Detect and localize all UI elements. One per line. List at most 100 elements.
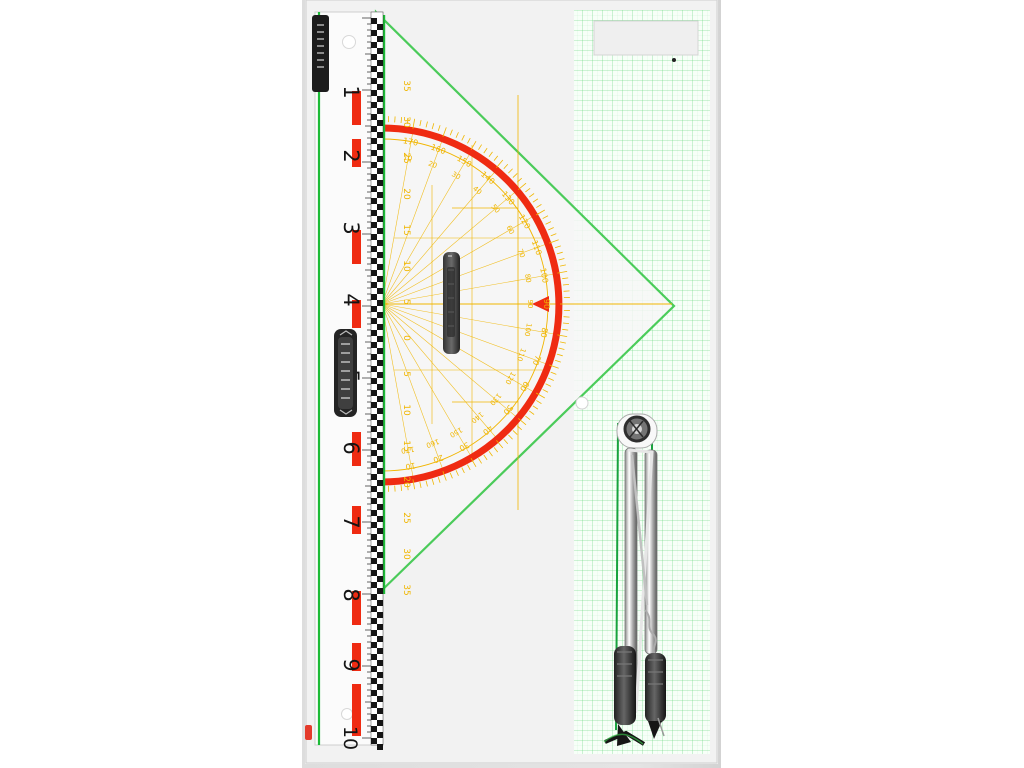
protractor-tick	[562, 283, 570, 286]
protractor-tick	[442, 471, 447, 481]
ruler-red-band	[352, 643, 361, 671]
ruler-number-label: 8	[339, 588, 363, 601]
ruler-check-square	[371, 690, 377, 696]
protractor-tick	[562, 328, 569, 331]
protractor-tick	[496, 440, 504, 449]
ruler-check-square	[377, 564, 383, 570]
ruler-check-square	[377, 264, 383, 270]
ruler-check-square	[371, 270, 377, 276]
ruler-check-square	[371, 90, 377, 96]
ruler-check-square	[377, 204, 383, 210]
ruler-check-square	[377, 72, 383, 78]
protractor-tick	[419, 481, 422, 488]
ruler-check-square	[377, 312, 383, 318]
protractor-tick	[545, 221, 552, 225]
protractor-inner-degree-label: 40	[471, 185, 483, 197]
ruler-check-square	[371, 702, 377, 708]
ruler-check-square	[377, 576, 383, 582]
ruler-check-square	[377, 276, 383, 282]
ruler-red-band	[352, 139, 361, 167]
ruler-check-square	[377, 180, 383, 186]
ruler-check-square	[371, 678, 377, 684]
protractor-tick	[532, 405, 539, 410]
protractor-tick	[529, 193, 535, 198]
compass[interactable]	[603, 413, 666, 746]
ruler-check-square	[377, 360, 383, 366]
ruler-check-square	[377, 348, 383, 354]
ruler-check-square	[371, 210, 377, 216]
protractor-center-arrow-icon	[532, 296, 549, 312]
ruler-check-square	[371, 558, 377, 564]
ruler-check-square	[371, 306, 377, 312]
ruler-red-band	[352, 684, 361, 718]
protractor-tick	[535, 392, 546, 399]
set-square-handle[interactable]	[443, 252, 460, 354]
protractor-tick	[478, 144, 482, 150]
set-square-edge-label: 20	[401, 188, 411, 200]
protractor-tick	[488, 451, 493, 457]
ruler-number-label: 10	[339, 726, 361, 750]
protractor-tick	[545, 383, 552, 387]
protractor-tick	[554, 245, 561, 249]
protractor-degree-label: 90	[542, 299, 551, 309]
protractor-tick	[518, 418, 527, 426]
tools-illustration: 1701601501401301201101009080706050403020…	[302, 0, 721, 768]
ruler-check-square	[377, 516, 383, 522]
protractor-tick	[449, 472, 453, 479]
ruler-red-bands	[352, 91, 361, 736]
ruler-check-square	[371, 342, 377, 348]
ruler-check-square	[371, 42, 377, 48]
ruler-handle[interactable]	[334, 329, 357, 417]
ruler-check-square	[377, 624, 383, 630]
protractor-inner-degree-label: 10	[403, 154, 413, 163]
ruler-check-square	[377, 168, 383, 174]
protractor-tick	[518, 182, 527, 190]
ruler-check-square	[377, 612, 383, 618]
label-plate	[593, 20, 699, 56]
ruler-check-square	[377, 552, 383, 558]
ruler-red-band	[352, 708, 361, 736]
protractor-tick	[556, 251, 563, 255]
protractor-inner-degree-label: 60	[504, 224, 515, 236]
ruler-check-square	[377, 156, 383, 162]
ruler-red-band	[352, 506, 361, 534]
set-square-edge-label: 15	[401, 440, 411, 451]
ruler-check-square	[377, 96, 383, 102]
protractor-tick	[470, 457, 477, 468]
ruler-check-square	[371, 570, 377, 576]
ruler-check-square	[377, 252, 383, 258]
protractor-tick	[470, 140, 477, 151]
protractor-tick	[516, 177, 522, 183]
ruler-check-square	[377, 240, 383, 246]
ruler-check-square	[371, 582, 377, 588]
protractor-tick	[535, 209, 546, 216]
ruler-check-square	[377, 432, 383, 438]
ruler-check-square	[377, 600, 383, 606]
ruler-red-band	[352, 91, 361, 125]
ruler-check-square	[371, 186, 377, 192]
ruler-check-square	[377, 144, 383, 150]
ruler-check-square	[377, 540, 383, 546]
set-square-edge-label: 35	[401, 584, 411, 595]
protractor-tick	[467, 464, 471, 471]
ruler-check-square	[377, 372, 383, 378]
ruler-check-square	[371, 150, 377, 156]
protractor-tick	[425, 121, 428, 128]
protractor-tick	[549, 239, 559, 244]
protractor-tick	[550, 233, 557, 237]
protractor-tick	[412, 479, 416, 490]
protractor-inner-degree-label: 170	[400, 445, 415, 455]
set-square-pin-icon	[575, 396, 589, 410]
protractor-tick	[442, 127, 447, 137]
ruler-bottom-hole-icon	[341, 708, 353, 720]
ruler-check-square	[377, 696, 383, 702]
ruler-check-square	[371, 294, 377, 300]
protractor-tick	[467, 137, 471, 144]
ruler-check-square	[371, 522, 377, 528]
protractor-tick	[412, 118, 416, 129]
ruler-check-square	[371, 234, 377, 240]
ruler-check-square	[377, 528, 383, 534]
ruler-check-square	[377, 732, 383, 738]
protractor-tick	[488, 151, 493, 157]
